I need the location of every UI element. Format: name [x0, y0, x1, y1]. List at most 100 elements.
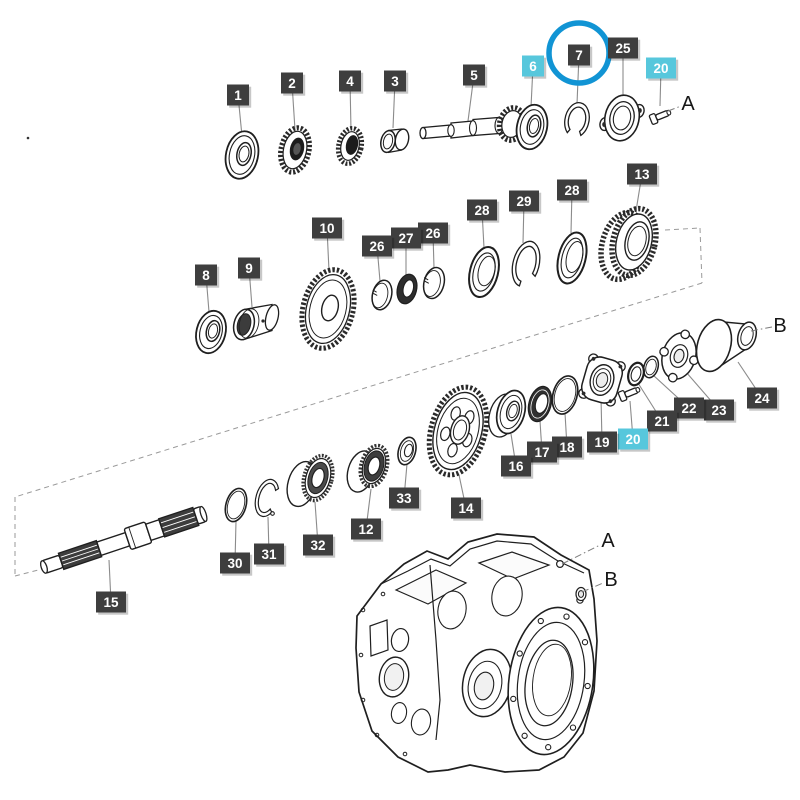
callout-number: 1 — [234, 88, 242, 103]
callout-number: 28 — [474, 203, 490, 218]
callout-number: 6 — [529, 59, 537, 74]
callout-2[interactable]: 2 — [281, 72, 306, 96]
part-23-coupling-plate — [659, 329, 699, 383]
reference-letter-B: B — [773, 315, 786, 337]
callout-30[interactable]: 30 — [220, 552, 253, 576]
callout-box — [674, 397, 704, 419]
part-8-bearing — [195, 309, 227, 355]
part-2-gear — [278, 125, 312, 175]
callout-number: 28 — [564, 183, 580, 198]
callout-number: 3 — [391, 74, 399, 89]
callout-number: 14 — [458, 501, 474, 516]
callout-3[interactable]: 3 — [384, 70, 409, 94]
callout-22[interactable]: 22 — [674, 397, 707, 421]
callout-27[interactable]: 27 — [391, 227, 424, 251]
callout-number: 2 — [288, 76, 296, 91]
callout-number: 17 — [534, 445, 549, 460]
callout-number: 9 — [245, 261, 253, 276]
part-1-bearing — [224, 130, 260, 180]
callout-13[interactable]: 13 — [627, 163, 660, 187]
callout-box — [747, 387, 777, 409]
callout-number: 22 — [681, 401, 696, 416]
callout-box — [587, 431, 617, 453]
callout-number: 20 — [653, 61, 668, 76]
callout-21[interactable]: 21 — [647, 410, 680, 434]
letter-leader-B — [750, 326, 773, 332]
callout-number: 27 — [398, 231, 413, 246]
callout-box — [646, 57, 676, 79]
callout-25[interactable]: 25 — [608, 37, 641, 61]
callout-28[interactable]: 28 — [467, 199, 500, 223]
stray-dot — [26, 136, 30, 140]
part-5-input-shaft — [419, 105, 532, 143]
callout-19[interactable]: 19 — [587, 431, 620, 455]
callout-number: 7 — [575, 48, 583, 63]
callout-20[interactable]: 20 — [646, 57, 679, 81]
callout-12[interactable]: 12 — [351, 518, 384, 542]
part-30-ring — [224, 487, 248, 523]
callout-number: 21 — [654, 414, 670, 429]
letter-leader-B — [581, 582, 604, 593]
part-7-snap-ring — [564, 102, 590, 137]
part-29-snap-ring — [511, 240, 541, 287]
callout-box — [618, 428, 648, 450]
callout-15[interactable]: 15 — [96, 591, 129, 615]
callout-box — [281, 72, 303, 94]
callout-31[interactable]: 31 — [254, 543, 287, 567]
callout-box — [568, 44, 590, 66]
callout-box — [451, 497, 481, 519]
callout-box — [509, 190, 539, 212]
part-28-bearing-ring-b — [556, 231, 588, 285]
callout-7[interactable]: 7 — [546, 20, 612, 86]
transmission-housing — [355, 533, 598, 773]
callout-number: 18 — [559, 440, 575, 455]
callout-17[interactable]: 17 — [527, 441, 560, 465]
callout-8[interactable]: 8 — [195, 264, 220, 288]
part-20-bolt-top — [648, 109, 672, 125]
callout-number: 13 — [634, 167, 650, 182]
callout-number: 20 — [625, 432, 640, 447]
callout-16[interactable]: 16 — [501, 455, 534, 479]
callout-26[interactable]: 26 — [362, 235, 395, 259]
callout-10[interactable]: 10 — [312, 217, 345, 241]
part-6-bearing — [515, 103, 549, 151]
callout-1[interactable]: 1 — [227, 84, 252, 108]
part-24-cover-cap — [695, 318, 758, 373]
callout-number: 19 — [594, 435, 609, 450]
callout-box — [389, 487, 419, 509]
part-22-washer — [642, 355, 660, 379]
callout-number: 29 — [516, 194, 531, 209]
part-31-snap-ring — [254, 478, 280, 518]
callout-32[interactable]: 32 — [303, 534, 336, 558]
callout-33[interactable]: 33 — [389, 487, 422, 511]
callout-26[interactable]: 26 — [418, 222, 451, 246]
callout-20[interactable]: 20 — [618, 428, 651, 452]
callout-14[interactable]: 14 — [451, 497, 484, 521]
part-32-synchro-hub — [286, 453, 335, 508]
part-27-seal-ring — [396, 273, 418, 305]
callout-box — [195, 264, 217, 286]
part-10-gear — [299, 267, 357, 351]
callout-5[interactable]: 5 — [463, 64, 488, 88]
callout-box — [238, 257, 260, 279]
part-12-coupler-hub — [346, 443, 390, 493]
callout-9[interactable]: 9 — [238, 257, 263, 281]
callout-box — [339, 70, 361, 92]
part-9-bushing — [232, 303, 280, 341]
callout-23[interactable]: 23 — [704, 399, 737, 423]
part-14-gear — [426, 384, 490, 478]
callout-6[interactable]: 6 — [522, 55, 547, 79]
callout-28[interactable]: 28 — [557, 179, 590, 203]
callout-number: 5 — [470, 68, 478, 83]
callout-24[interactable]: 24 — [747, 387, 780, 411]
callout-4[interactable]: 4 — [339, 70, 364, 94]
callout-box — [362, 235, 392, 257]
axis-dashed-lines — [14, 227, 703, 577]
callout-29[interactable]: 29 — [509, 190, 542, 214]
callout-18[interactable]: 18 — [552, 436, 585, 460]
reference-letter-B: B — [604, 569, 617, 591]
callout-box — [463, 64, 485, 86]
reference-letter-A: A — [601, 530, 615, 552]
part-19-bearing-retainer — [578, 353, 626, 407]
callout-number: 33 — [396, 491, 412, 506]
